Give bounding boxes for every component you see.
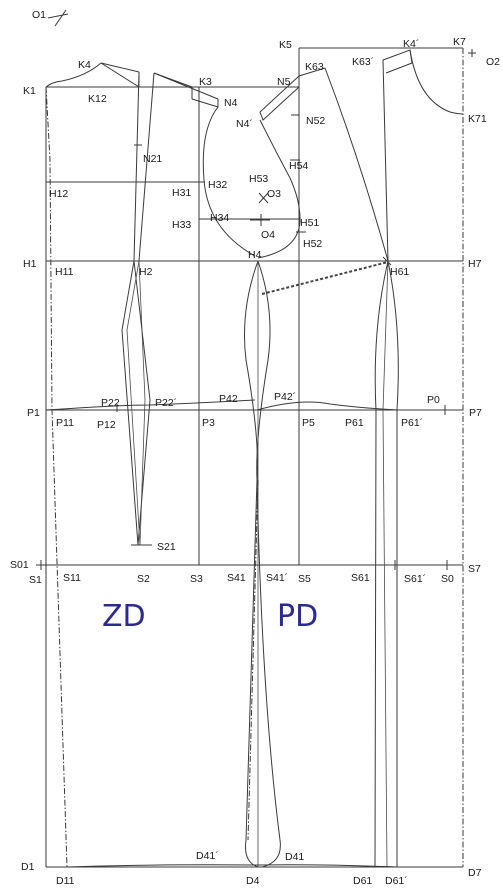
label-H54: H54 — [289, 160, 308, 172]
point-labels: O1 K1 K4 K12 K3 K5 N5 K63 K63´ K4´ K7 O2… — [10, 9, 500, 887]
label-H11: H11 — [55, 266, 74, 278]
label-P3: P3 — [202, 417, 215, 429]
hem-line — [66, 864, 463, 868]
label-D61p: D61´ — [385, 875, 408, 887]
label-PD: PD — [277, 599, 318, 634]
label-H12: H12 — [49, 188, 68, 200]
label-P22p: P22´ — [155, 397, 177, 409]
label-N4: N4 — [224, 97, 238, 109]
label-K5: K5 — [279, 39, 292, 51]
label-D41p: D41´ — [196, 850, 219, 862]
label-P7: P7 — [469, 407, 482, 419]
label-S41: S41 — [227, 572, 246, 584]
label-P61: P61 — [345, 417, 364, 429]
label-S61: S61 — [351, 572, 370, 584]
label-H51: H51 — [300, 217, 319, 229]
construction-frame — [36, 47, 464, 868]
label-H7: H7 — [468, 258, 482, 270]
label-S01: S01 — [10, 559, 29, 571]
label-K12: K12 — [88, 93, 107, 105]
label-D11: D11 — [56, 875, 75, 887]
back-piece — [45, 62, 256, 868]
label-P11: P11 — [56, 417, 74, 429]
label-D61: D61 — [353, 875, 372, 887]
side-seams — [244, 260, 399, 868]
label-S1: S1 — [29, 574, 42, 586]
label-N4p: N4´ — [236, 118, 253, 130]
label-S2: S2 — [137, 573, 150, 585]
label-H31: H31 — [172, 187, 191, 199]
label-S7: S7 — [468, 563, 481, 575]
label-D4: D4 — [246, 875, 260, 887]
label-K71: K71 — [468, 113, 487, 125]
label-H53: H53 — [249, 173, 268, 185]
label-P12: P12 — [97, 419, 116, 431]
label-H32: H32 — [208, 179, 227, 191]
label-P42p: P42´ — [274, 391, 296, 403]
label-S0: S0 — [441, 573, 454, 585]
label-O4: O4 — [261, 229, 275, 241]
label-H2: H2 — [139, 266, 153, 278]
label-S11: S11 — [63, 572, 81, 584]
label-K1: K1 — [23, 85, 36, 97]
label-K63: K63 — [305, 61, 324, 73]
label-O2: O2 — [486, 56, 500, 68]
label-P61p: P61´ — [401, 417, 423, 429]
label-H61: H61 — [390, 266, 409, 278]
label-H4: H4 — [248, 249, 262, 261]
label-P42: P42 — [219, 393, 238, 405]
label-S3: S3 — [190, 573, 203, 585]
label-K3: K3 — [199, 76, 212, 88]
label-D1: D1 — [21, 861, 35, 873]
label-O3: O3 — [267, 188, 281, 200]
label-N5: N5 — [277, 76, 291, 88]
label-K7: K7 — [453, 36, 466, 48]
label-D41: D41 — [285, 851, 304, 863]
label-K63p: K63´ — [352, 56, 374, 68]
label-K4p: K4´ — [403, 38, 419, 50]
label-S21: S21 — [157, 541, 176, 553]
armhole-zone — [250, 75, 306, 259]
label-ZD: ZD — [102, 599, 146, 634]
label-P5: P5 — [302, 417, 315, 429]
label-O1: O1 — [32, 9, 46, 21]
label-P1: P1 — [27, 407, 40, 419]
o1-mark — [47, 9, 69, 27]
label-K4: K4 — [78, 59, 91, 71]
label-D7: D7 — [468, 867, 482, 879]
label-P0: P0 — [427, 394, 440, 406]
label-H33: H33 — [172, 219, 191, 231]
label-H52: H52 — [303, 238, 322, 250]
label-S41p: S41´ — [266, 572, 288, 584]
front-piece — [40, 49, 476, 868]
label-N21: N21 — [143, 153, 162, 165]
label-H34: H34 — [210, 212, 229, 224]
label-S5: S5 — [298, 573, 311, 585]
label-P22: P22 — [101, 397, 120, 409]
label-S61p: S61´ — [404, 573, 426, 585]
label-H1: H1 — [23, 258, 37, 270]
label-N52: N52 — [306, 115, 325, 127]
